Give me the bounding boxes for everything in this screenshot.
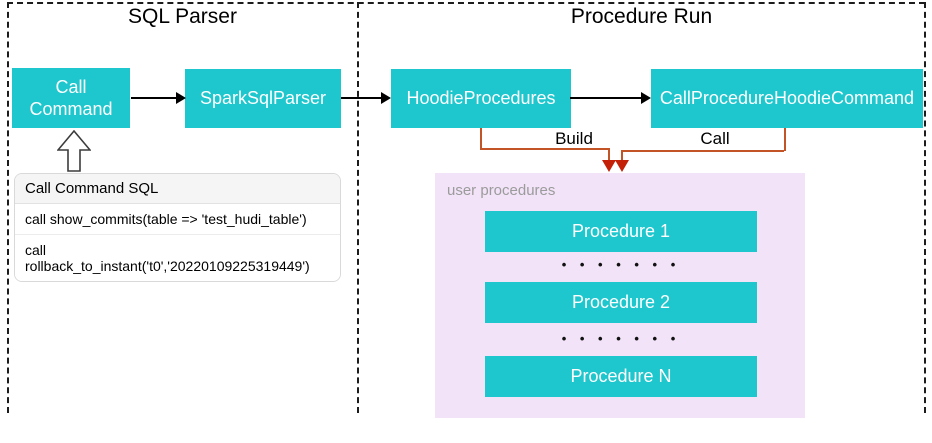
call-connector-arrowhead-icon: [615, 160, 629, 172]
sql-card-title: Call Command SQL: [15, 174, 340, 204]
call-command-sql-card: Call Command SQL call show_commits(table…: [14, 173, 341, 282]
user-procedures-label: user procedures: [447, 182, 556, 199]
frame-top-dashed-line: [7, 2, 925, 4]
sql-example-show-commits: call show_commits(table => 'test_hudi_ta…: [15, 204, 340, 235]
procedure-run-section-title: Procedure Run: [570, 5, 713, 28]
hoodie-procedures-node: HoodieProcedures: [391, 69, 571, 128]
ellipsis-dots: • • • • • • •: [561, 331, 681, 346]
build-connector-drop-line: [608, 148, 610, 161]
arrow-hoodieprocedures-to-callprocedure-head-icon: [641, 92, 651, 104]
sql-parser-section-title: SQL Parser: [128, 5, 237, 28]
call-connector-vertical-line: [784, 128, 786, 151]
procedure-2-node: Procedure 2: [485, 282, 757, 323]
frame-right-dashed-line: [924, 2, 926, 413]
build-connector-arrowhead-icon: [602, 160, 616, 172]
call-procedure-hoodie-command-node: CallProcedureHoodieCommand: [651, 69, 923, 128]
ellipsis-dots: • • • • • • •: [561, 257, 681, 272]
spark-sql-parser-node: SparkSqlParser: [185, 69, 341, 128]
frame-middle-dashed-line: [357, 2, 359, 413]
build-edge-label: Build: [555, 129, 593, 148]
procedure-1-node: Procedure 1: [485, 211, 757, 252]
build-connector-vertical-line: [480, 128, 482, 149]
arrow-callcommand-to-parser-line: [131, 97, 178, 99]
frame-left-dashed-line: [7, 2, 9, 413]
call-connector-horizontal-line: [622, 150, 784, 152]
call-connector-drop-line: [621, 150, 623, 161]
arrow-hoodieprocedures-to-callprocedure-line: [570, 97, 643, 99]
arrow-parser-to-hoodieprocedures-line: [341, 97, 383, 99]
up-arrow-icon: [57, 130, 91, 172]
sql-example-rollback-to-instant: call rollback_to_instant('t0','202201092…: [15, 235, 340, 281]
procedure-n-node: Procedure N: [485, 356, 757, 397]
user-procedures-container: user procedures Procedure 1 • • • • • • …: [435, 173, 805, 418]
call-edge-label: Call: [700, 129, 730, 148]
arrow-parser-to-hoodieprocedures-head-icon: [381, 92, 391, 104]
call-command-node: Call Command: [12, 68, 130, 128]
build-connector-horizontal-line: [480, 148, 610, 150]
arrow-callcommand-to-parser-head-icon: [176, 92, 186, 104]
